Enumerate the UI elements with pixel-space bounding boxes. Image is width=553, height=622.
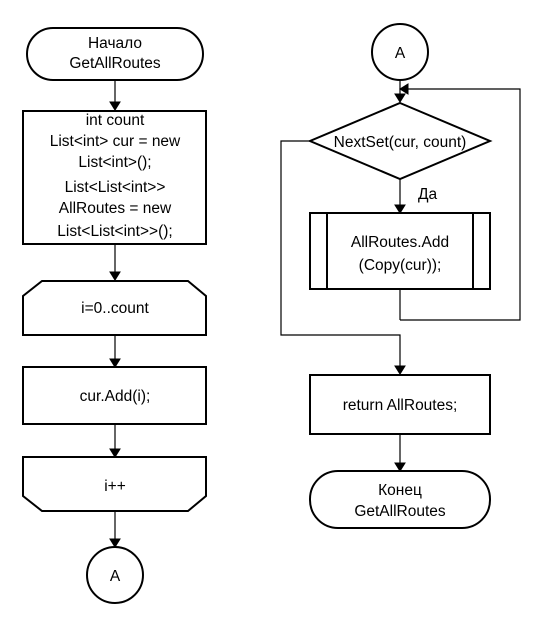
start-line-1: Начало (88, 35, 142, 52)
connector-init-to-loop (109, 244, 121, 281)
end-line-2: GetAllRoutes (354, 503, 446, 520)
subprocess-block: AllRoutes.Add (Copy(cur)); (309, 212, 491, 290)
offpage-connector-a-right: A (371, 23, 429, 81)
start-line-2: GetAllRoutes (69, 55, 161, 72)
init-line-6: List<List<int>>(); (57, 223, 172, 240)
init-process-block: int count List<int> cur = new List<int>(… (22, 110, 207, 245)
return-process-block: return AllRoutes; (309, 374, 491, 435)
offpage-connector-a-left: A (86, 546, 144, 604)
connector-add-to-increment (109, 424, 121, 458)
end-terminator: Конец GetAllRoutes (309, 470, 491, 529)
subprocess-line-1: AllRoutes.Add (351, 234, 449, 251)
loop-back-connector (399, 83, 521, 321)
end-line-1: Конец (378, 482, 422, 499)
connector-return-to-end (394, 434, 406, 472)
loop-start-block: i=0..count (22, 280, 207, 336)
loop-end-label: i++ (104, 478, 126, 495)
init-line-4: List<List<int>> (65, 179, 166, 196)
yes-branch-connector: Да (394, 179, 437, 214)
return-label: return AllRoutes; (343, 397, 458, 414)
start-terminator: Начало GetAllRoutes (26, 27, 204, 81)
loop-start-label: i=0..count (81, 300, 149, 317)
decision-label: NextSet(cur, count) (334, 134, 467, 151)
init-line-5: AllRoutes = new (59, 200, 172, 217)
add-process-block: cur.Add(i); (22, 366, 207, 425)
init-line-2: List<int> cur = new (50, 133, 181, 150)
no-branch-connector (280, 140, 406, 375)
connector-a-right-label: A (395, 45, 406, 62)
connector-a-left-label: A (110, 568, 121, 585)
connector-a-to-decision (394, 80, 406, 103)
connector-loop-to-add (109, 335, 121, 368)
init-line-3: List<int>(); (78, 154, 151, 171)
yes-label: Да (418, 186, 437, 203)
loop-end-block: i++ (22, 456, 207, 512)
connector-increment-to-a (109, 511, 121, 548)
connector-start-to-init (109, 80, 121, 111)
subprocess-line-2: (Copy(cur)); (359, 257, 442, 274)
decision-block: NextSet(cur, count) (307, 101, 493, 181)
add-label: cur.Add(i); (80, 388, 151, 405)
init-line-1: int count (86, 112, 145, 129)
